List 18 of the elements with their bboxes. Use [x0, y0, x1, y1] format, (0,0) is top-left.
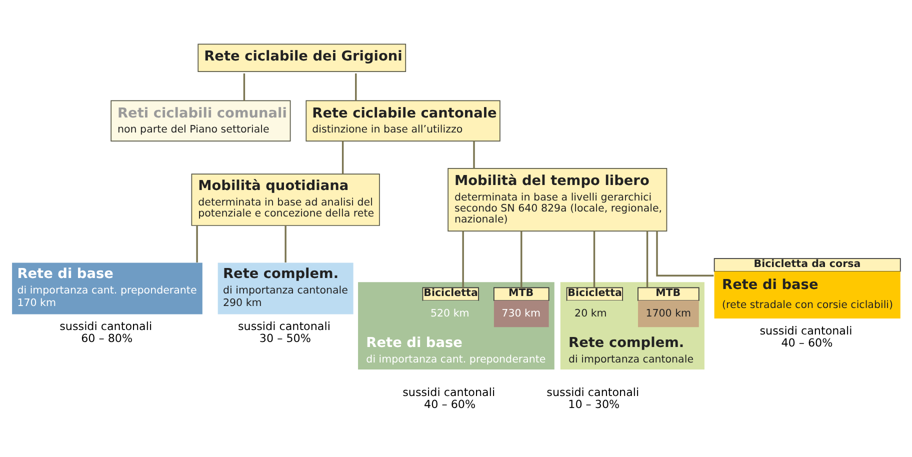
- connector: [593, 231, 596, 288]
- node-label: sussidi cantonali 30 – 50%: [238, 320, 330, 346]
- node-box: Rete complem. di importanza cantonale 290 km: [218, 262, 354, 314]
- connector: [646, 231, 648, 288]
- connector: [473, 141, 475, 168]
- connector: [196, 226, 198, 262]
- node-box: Rete di base di importanza cant. preponderante 170 km: [12, 262, 202, 314]
- connector: [656, 231, 714, 277]
- node-label: sussidi cantonali 40 – 60%: [760, 324, 852, 350]
- node-label: sussidi cantonali 10 – 30%: [546, 386, 640, 412]
- connector: [462, 231, 464, 288]
- node-label: sussidi cantonali 60 – 80%: [60, 320, 152, 346]
- connector: [355, 73, 357, 101]
- connector: [284, 226, 286, 262]
- node-label: sussidi cantonali 40 – 60%: [402, 386, 496, 412]
- connector: [243, 73, 246, 101]
- connector: [520, 231, 522, 288]
- connector: [342, 141, 344, 174]
